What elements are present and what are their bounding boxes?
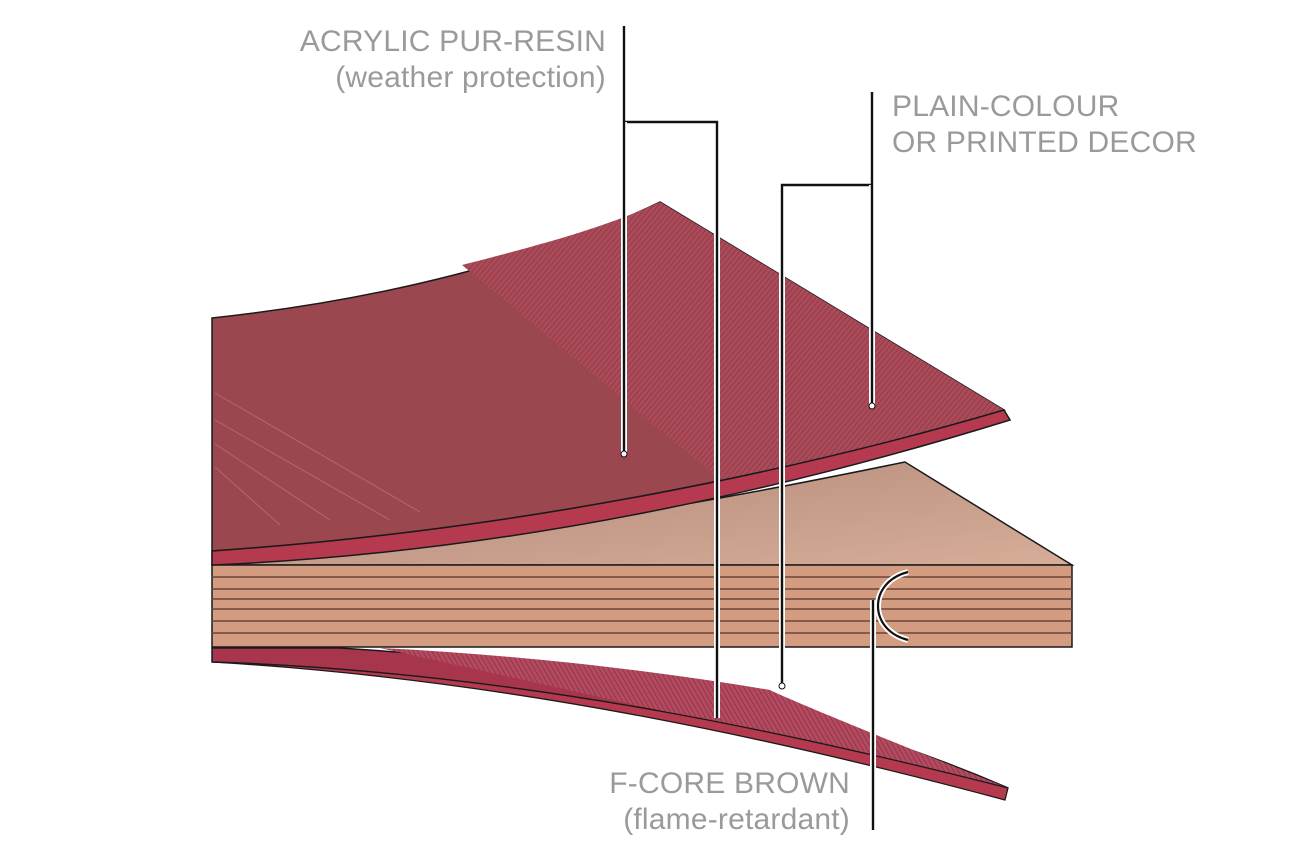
leader-acrylic <box>620 26 720 718</box>
label-plain-colour-decor: PLAIN-COLOUR OR PRINTED DECOR <box>892 89 1197 161</box>
label-core-line2: (flame-retardant) <box>623 803 850 836</box>
label-acrylic-pur-resin: ACRYLIC PUR-RESIN (weather protection) <box>300 24 606 96</box>
label-decor-line2: OR PRINTED DECOR <box>892 126 1197 159</box>
top-sheet-sheen <box>214 392 421 526</box>
label-decor-line1: PLAIN-COLOUR <box>892 90 1120 123</box>
top-sheet-edge <box>211 409 1012 566</box>
core-bracket-line <box>876 570 909 642</box>
core-stripes <box>212 576 1072 634</box>
bottom-sheet-edge <box>211 661 1009 801</box>
label-core-line1: F-CORE BROWN <box>609 767 850 800</box>
label-f-core-brown: F-CORE BROWN (flame-retardant) <box>609 766 850 838</box>
label-acrylic-line2: (weather protection) <box>335 61 606 94</box>
top-sheet-decor-region <box>462 202 1004 488</box>
leader-decor <box>778 92 876 690</box>
leader-lines <box>620 26 876 830</box>
label-acrylic-line1: ACRYLIC PUR-RESIN <box>299 25 606 58</box>
